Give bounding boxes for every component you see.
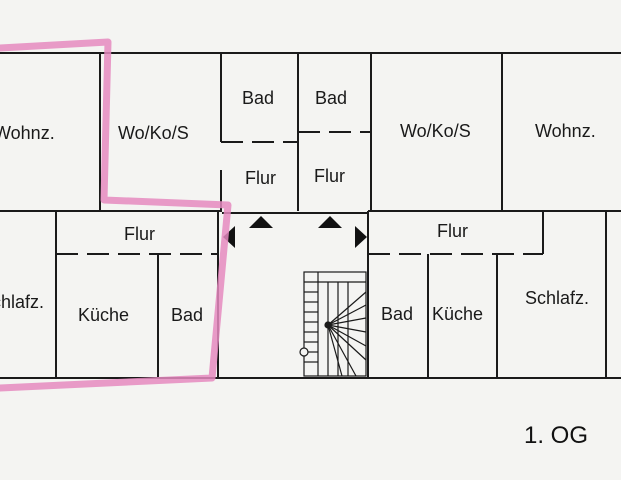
room-label-bad-left: Bad — [171, 305, 203, 325]
room-label-wokos-right: Wo/Ko/S — [400, 121, 471, 141]
room-label-bad-right: Bad — [381, 304, 413, 324]
triangle-arrow-icon — [355, 226, 367, 248]
room-label-flur-top-1: Flur — [245, 168, 276, 188]
room-label-wohnz-left: Wohnz. — [0, 123, 55, 143]
room-label-kueche-left: Küche — [78, 305, 129, 325]
room-label-wokos-left: Wo/Ko/S — [118, 123, 189, 143]
room-label-wohnz-right: Wohnz. — [535, 121, 596, 141]
triangle-arrow-icon — [249, 216, 273, 228]
staircase-icon — [299, 271, 367, 377]
room-label-bad-top-1: Bad — [242, 88, 274, 108]
room-label-flur-top-2: Flur — [314, 166, 345, 186]
floor-label: 1. OG — [524, 422, 588, 449]
room-label-flur-right: Flur — [437, 221, 468, 241]
dashed-partitions — [55, 131, 543, 255]
room-labels: Wohnz. Wo/Ko/S Bad Bad Flur Flur Wo/Ko/S… — [0, 88, 596, 325]
triangle-arrow-icon — [318, 216, 342, 228]
room-label-schlafz-left: Schlafz. — [0, 292, 44, 312]
highlight-outline — [0, 38, 232, 392]
triangle-arrow-icon — [223, 226, 235, 248]
door-arrows — [223, 216, 367, 248]
room-label-kueche-right: Küche — [432, 304, 483, 324]
room-label-bad-top-2: Bad — [315, 88, 347, 108]
walls — [0, 52, 621, 379]
room-label-flur-left: Flur — [124, 224, 155, 244]
room-label-schlafz-right: Schlafz. — [525, 288, 589, 308]
